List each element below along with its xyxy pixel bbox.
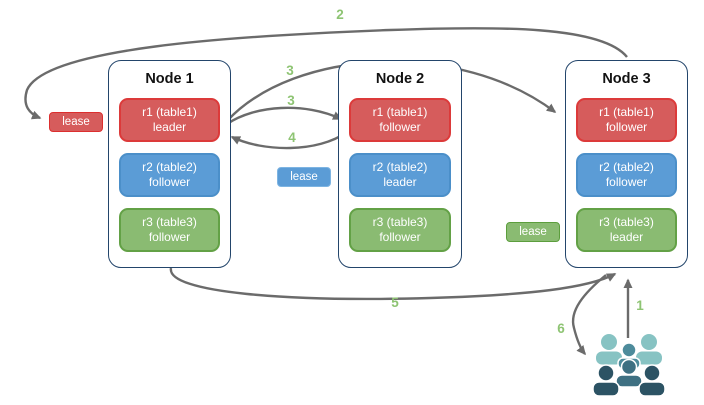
replica-role: leader <box>609 230 644 244</box>
lease-badge-table2: lease <box>277 167 331 187</box>
lease-badge-table1: lease <box>49 112 103 132</box>
replica-name: r2 (table2) <box>372 159 428 174</box>
replica-role: follower <box>148 230 191 244</box>
replica-role: follower <box>605 175 648 189</box>
replica-role: follower <box>148 175 191 189</box>
users-icon <box>592 334 666 397</box>
replica-name: r1 (table1) <box>372 104 428 119</box>
step-number-6: 6 <box>557 321 565 336</box>
node-2-replica-r3: r3 (table3) follower <box>349 208 451 252</box>
arrow-step-6-node3-to-users <box>571 274 607 356</box>
replica-name: r3 (table3) <box>142 214 197 229</box>
arrow-step-2-node3-to-lease1 <box>24 26 628 120</box>
arrow-step-3-leader-to-node2 <box>226 106 343 125</box>
replica-role: leader <box>383 175 417 189</box>
node-2-replica-r2: r2 (table2) leader <box>349 153 451 197</box>
replica-role: follower <box>379 230 421 244</box>
node-2-title: Node 2 <box>375 71 425 87</box>
replica-name: r2 (table2) <box>142 159 197 174</box>
node-3-title: Node 3 <box>602 71 651 87</box>
step-number-3-lower: 3 <box>287 93 295 108</box>
replica-role: leader <box>152 120 187 134</box>
replica-role: follower <box>605 120 648 134</box>
node-1-title: Node 1 <box>145 71 194 87</box>
node-2-replica-r1: r1 (table1) follower <box>349 98 451 142</box>
step-number-3-upper: 3 <box>286 63 294 78</box>
replica-role: follower <box>379 120 421 134</box>
lease-badge-table3: lease <box>506 222 560 242</box>
replica-name: r1 (table1) <box>142 104 197 119</box>
node-3-replica-r3: r3 (table3) leader <box>576 208 677 252</box>
step-number-4: 4 <box>288 130 296 145</box>
replica-name: r1 (table1) <box>599 104 654 119</box>
node-2: Node 2 r1 (table1) follower r2 (table2) … <box>338 60 462 268</box>
arrow-step-5-node1-to-node3 <box>169 267 617 301</box>
replica-name: r2 (table2) <box>599 159 654 174</box>
step-number-2: 2 <box>336 7 344 22</box>
node-1-replica-r1: r1 (table1) leader <box>119 98 220 142</box>
node-1: Node 1 r1 (table1) leader r2 (table2) fo… <box>108 60 231 268</box>
step-number-1: 1 <box>636 298 644 313</box>
node-3-replica-r2: r2 (table2) follower <box>576 153 677 197</box>
replica-name: r3 (table3) <box>599 214 654 229</box>
step-number-5: 5 <box>391 295 399 310</box>
node-1-replica-r3: r3 (table3) follower <box>119 208 220 252</box>
node-3: Node 3 r1 (table1) follower r2 (table2) … <box>565 60 688 268</box>
arrow-step-4-node2-to-leader <box>230 131 348 150</box>
node-3-replica-r1: r1 (table1) follower <box>576 98 677 142</box>
replica-name: r3 (table3) <box>372 214 428 229</box>
node-1-replica-r2: r2 (table2) follower <box>119 153 220 197</box>
